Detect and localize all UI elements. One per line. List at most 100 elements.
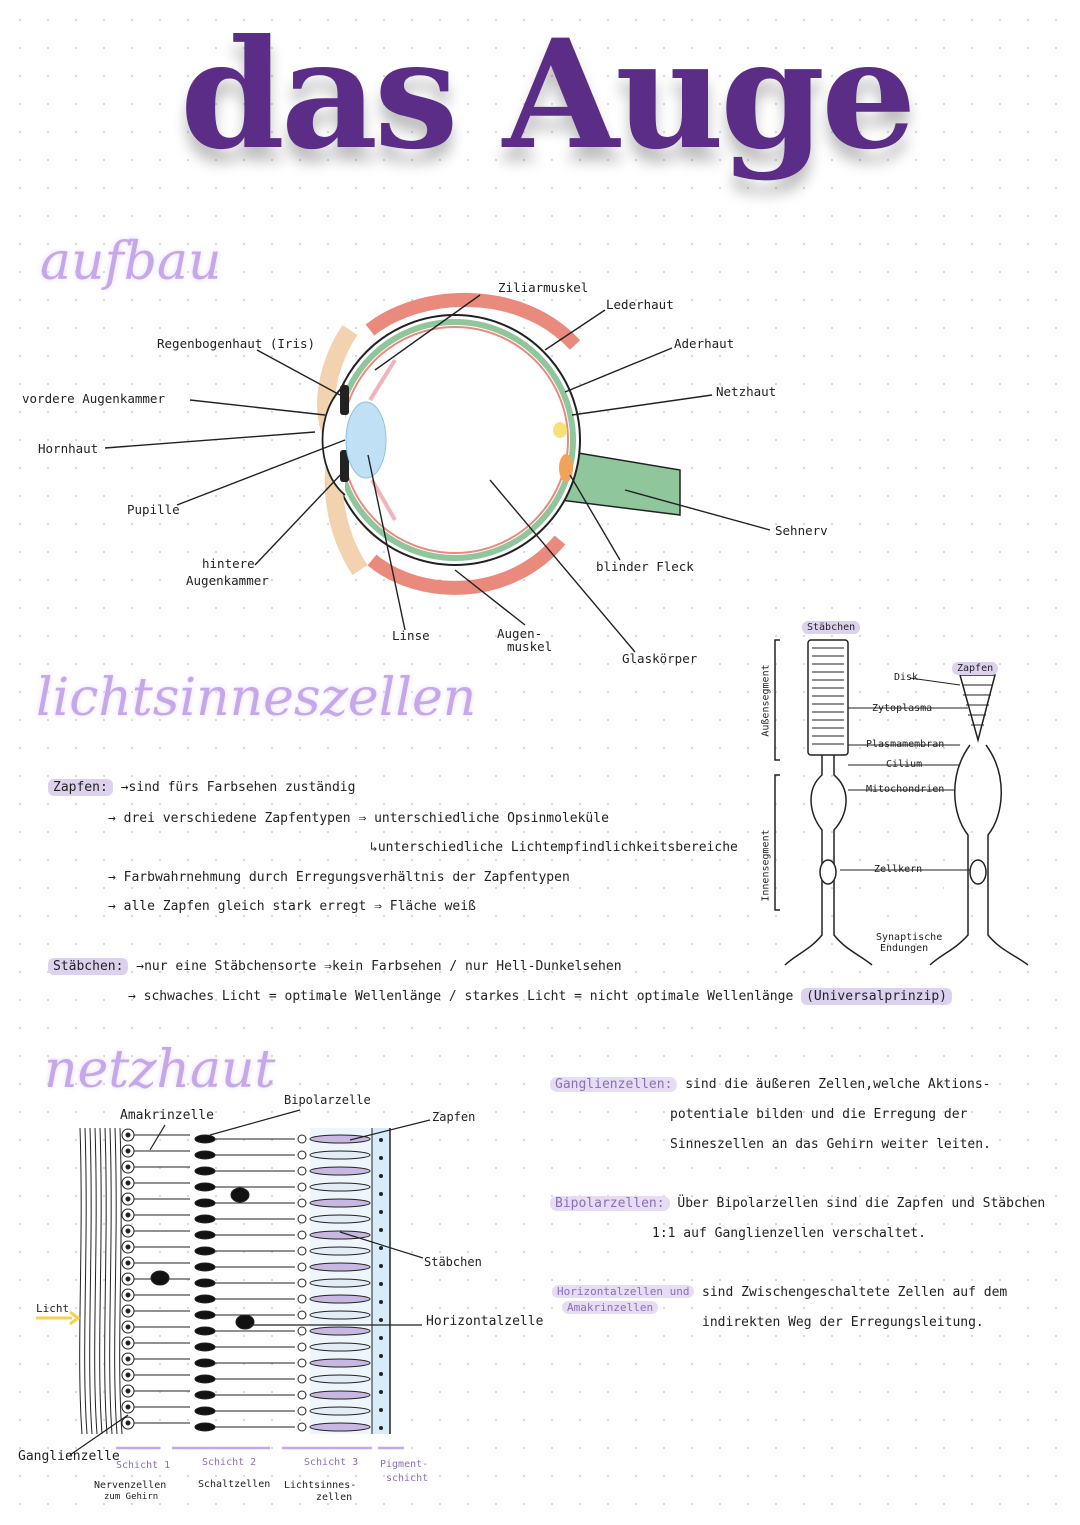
pigment-dot: [379, 1282, 383, 1286]
label-schicht2: Schicht 2: [202, 1457, 257, 1468]
ganglion-nucleus: [125, 1404, 131, 1410]
zapfen-line1: →sind fürs Farbsehen zuständig: [120, 780, 356, 795]
receptor-body: [297, 1214, 307, 1224]
receptor-body: [297, 1422, 307, 1432]
label-schicht3: Schicht 3: [304, 1457, 359, 1468]
nerve-fiber: [99, 1127, 103, 1435]
label-zapfen: Zapfen: [952, 662, 999, 675]
pigment-dot: [379, 1354, 383, 1358]
label-zellkern: Zellkern: [874, 864, 923, 875]
label-augenmuskel-1: Augen-: [497, 626, 543, 641]
cone-segment: [309, 1134, 371, 1144]
section-heading-aufbau: aufbau: [40, 232, 222, 292]
horizontal-cell: [230, 1187, 250, 1203]
label-cilium: Cilium: [886, 759, 923, 770]
horizontal-label-1: Horizontalzellen und: [552, 1285, 695, 1298]
pigment-dot: [379, 1138, 383, 1142]
receptor-body: [297, 1374, 307, 1384]
rod-segment: [309, 1182, 371, 1192]
ganglion-nucleus: [125, 1212, 131, 1218]
bipolar-cell: [194, 1262, 216, 1272]
pigment-dot: [379, 1192, 383, 1196]
ganglion-nucleus: [125, 1340, 131, 1346]
receptor-body: [297, 1326, 307, 1336]
ganglion-nucleus: [125, 1276, 131, 1282]
label-pupille: Pupille: [127, 502, 180, 517]
ganglion-nucleus: [125, 1228, 131, 1234]
label-nerven-2: zum Gehirn: [104, 1492, 159, 1502]
horizontal-label-2: Amakrinzellen: [562, 1301, 659, 1314]
label-staebchen-text: Stäbchen: [802, 621, 861, 634]
horizontal-cell: [235, 1314, 255, 1330]
label-hintere-2: Augenkammer: [186, 573, 269, 588]
receptor-body: [297, 1182, 307, 1192]
horizontal-label-1-wrap: Horizontalzellen und: [552, 1285, 695, 1298]
rod-segment: [309, 1214, 371, 1224]
label-synaptische-2: Endungen: [880, 943, 929, 954]
bipolar-cell: [194, 1390, 216, 1400]
ganglion-nucleus: [125, 1420, 131, 1426]
nerve-fiber: [109, 1127, 113, 1435]
zapfen-line4: → Farbwahrnehmung durch Erregungsverhält…: [108, 870, 570, 885]
zapfen-line3: ↳unterschiedliche Lichtempfindlichkeitsb…: [370, 840, 738, 855]
staebchen-label: Stäbchen:: [48, 958, 129, 975]
label-vordere-augenkammer: vordere Augenkammer: [22, 391, 165, 406]
rod-segment: [309, 1246, 371, 1256]
cone-segment: [309, 1198, 371, 1208]
receptor-body: [297, 1358, 307, 1368]
label-staebchen: Stäbchen: [802, 621, 861, 634]
ganglion-nucleus: [125, 1180, 131, 1186]
ganglion-nucleus: [125, 1244, 131, 1250]
bipolar-cell: [194, 1230, 216, 1240]
nerve-fiber: [79, 1127, 83, 1435]
receptor-body: [297, 1150, 307, 1160]
label-hintere-1: hintere: [202, 556, 255, 571]
label-zapfen-text: Zapfen: [952, 662, 999, 675]
label-hornhaut: Hornhaut: [38, 441, 99, 456]
cone-segment: [309, 1262, 371, 1272]
bipolar-cell: [194, 1374, 216, 1384]
nerve-fiber: [104, 1127, 108, 1435]
ganglien-text-3: Sinneszellen an das Gehirn weiter leiten…: [670, 1137, 991, 1152]
label-horizontalzelle: Horizontalzelle: [426, 1314, 544, 1329]
pigment-dot: [379, 1174, 383, 1178]
pigment-dot: [379, 1318, 383, 1322]
ganglion-nucleus: [125, 1356, 131, 1362]
bipolar-cell: [194, 1166, 216, 1176]
label-pigment-2: schicht: [386, 1473, 429, 1484]
nerve-fiber: [119, 1127, 123, 1435]
page-title: das Auge: [180, 7, 917, 183]
receptor-body: [297, 1390, 307, 1400]
horizontal-text-2: indirekten Weg der Erregungsleitung.: [702, 1315, 984, 1330]
label-netzhaut: Netzhaut: [716, 384, 777, 399]
label-linse: Linse: [392, 628, 430, 643]
bipolar-cell: [194, 1294, 216, 1304]
ganglien-text-1: sind die äußeren Zellen,welche Aktions-: [685, 1077, 991, 1092]
receptor-body: [297, 1406, 307, 1416]
receptor-body: [297, 1246, 307, 1256]
nerve-fiber: [84, 1127, 88, 1435]
label-schicht1: Schicht 1: [116, 1460, 171, 1471]
cone-segment: [309, 1422, 371, 1432]
ganglion-nucleus: [125, 1388, 131, 1394]
label-aderhaut: Aderhaut: [674, 336, 735, 351]
label-augenmuskel-2: muskel: [507, 639, 553, 654]
pigment-dot: [379, 1156, 383, 1160]
ganglion-nucleus: [125, 1196, 131, 1202]
receptor-body: [297, 1262, 307, 1272]
bipolar-cell: [194, 1182, 216, 1192]
nerve-fiber: [114, 1127, 118, 1435]
rod-segment: [309, 1406, 371, 1416]
bipolar-note-line1: Bipolarzellen: Über Bipolarzellen sind d…: [550, 1196, 1045, 1211]
staebchen-notes-line2: → schwaches Licht = optimale Wellenlänge…: [128, 988, 952, 1005]
bipolar-cell: [194, 1342, 216, 1352]
zapfen-line2: → drei verschiedene Zapfentypen ⇒ unters…: [108, 811, 609, 826]
ganglion-nucleus: [125, 1148, 131, 1154]
receptor-body: [297, 1198, 307, 1208]
label-nerven-1: Nervenzellen: [94, 1480, 167, 1491]
cone-segment: [309, 1358, 371, 1368]
ganglion-nucleus: [125, 1260, 131, 1266]
label-lichtsinnes-2: zellen: [316, 1492, 353, 1503]
